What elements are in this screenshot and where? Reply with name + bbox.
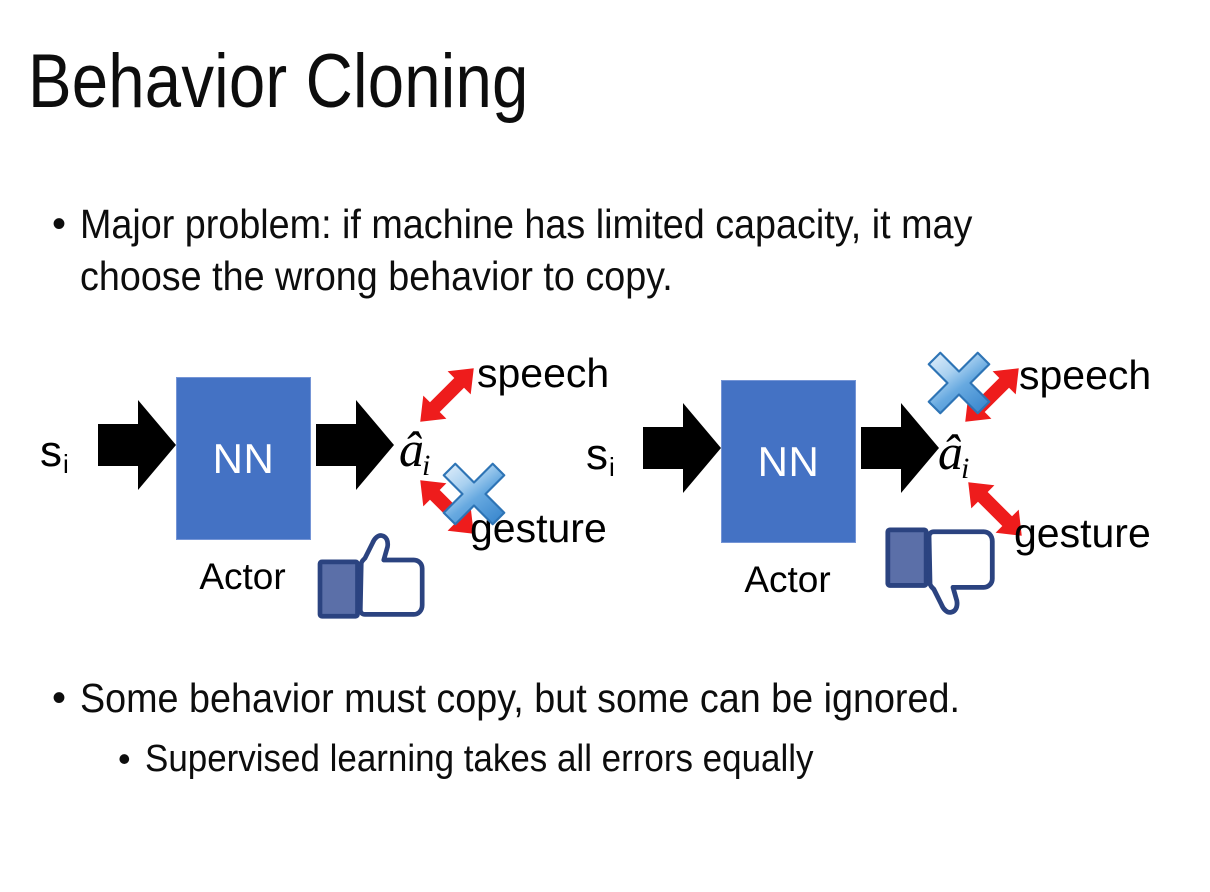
right-actor-caption: Actor (744, 559, 831, 600)
right-input-state-label: si (586, 430, 615, 482)
right-nn-label: NN (757, 437, 820, 485)
right-output-arrow-icon (861, 399, 939, 497)
bullet-top-text: Major problem: if machine has limited ca… (80, 201, 973, 299)
left-branch-label-speech: speech (477, 350, 610, 396)
bullet-top: • Major problem: if machine has limited … (52, 198, 1152, 302)
right-output-action-label: âi (938, 424, 970, 485)
right-speech-arrow-icon (949, 352, 1035, 438)
left-cross-icon (438, 458, 510, 530)
bullet-marker-icon: • (52, 676, 67, 720)
bullet-bottom-level1-text: Some behavior must copy, but some can be… (80, 675, 960, 721)
left-gesture-arrow-icon (404, 464, 490, 550)
thumbs-down-icon (884, 524, 999, 620)
thumbs-up-icon (315, 530, 430, 620)
right-cross-icon (923, 347, 995, 419)
left-branch-label-gesture: gesture (470, 505, 607, 551)
left-nn-label: NN (212, 434, 275, 482)
right-gesture-arrow-icon (952, 466, 1038, 552)
left-actor-caption: Actor (199, 556, 286, 597)
left-output-action-label: âi (399, 421, 431, 482)
right-branch-label-gesture: gesture (1014, 510, 1151, 556)
left-nn-box: NN (176, 377, 311, 540)
left-input-arrow-icon (98, 396, 176, 494)
left-output-arrow-icon (316, 396, 394, 494)
left-speech-arrow-icon (404, 352, 490, 438)
right-input-arrow-icon (643, 399, 721, 497)
bullet-bottom-level2-text: Supervised learning takes all errors equ… (144, 738, 814, 780)
bullet-marker-icon: • (52, 202, 67, 246)
bullet-marker-icon: • (118, 738, 131, 779)
right-branch-label-speech: speech (1019, 352, 1152, 398)
left-input-state-label: si (40, 427, 69, 479)
bullet-bottom-level2: • Supervised learning takes all errors e… (118, 733, 1178, 785)
page-title: Behavior Cloning (28, 39, 529, 124)
right-nn-box: NN (721, 380, 856, 543)
bullet-bottom-level1: • Some behavior must copy, but some can … (52, 672, 1172, 724)
